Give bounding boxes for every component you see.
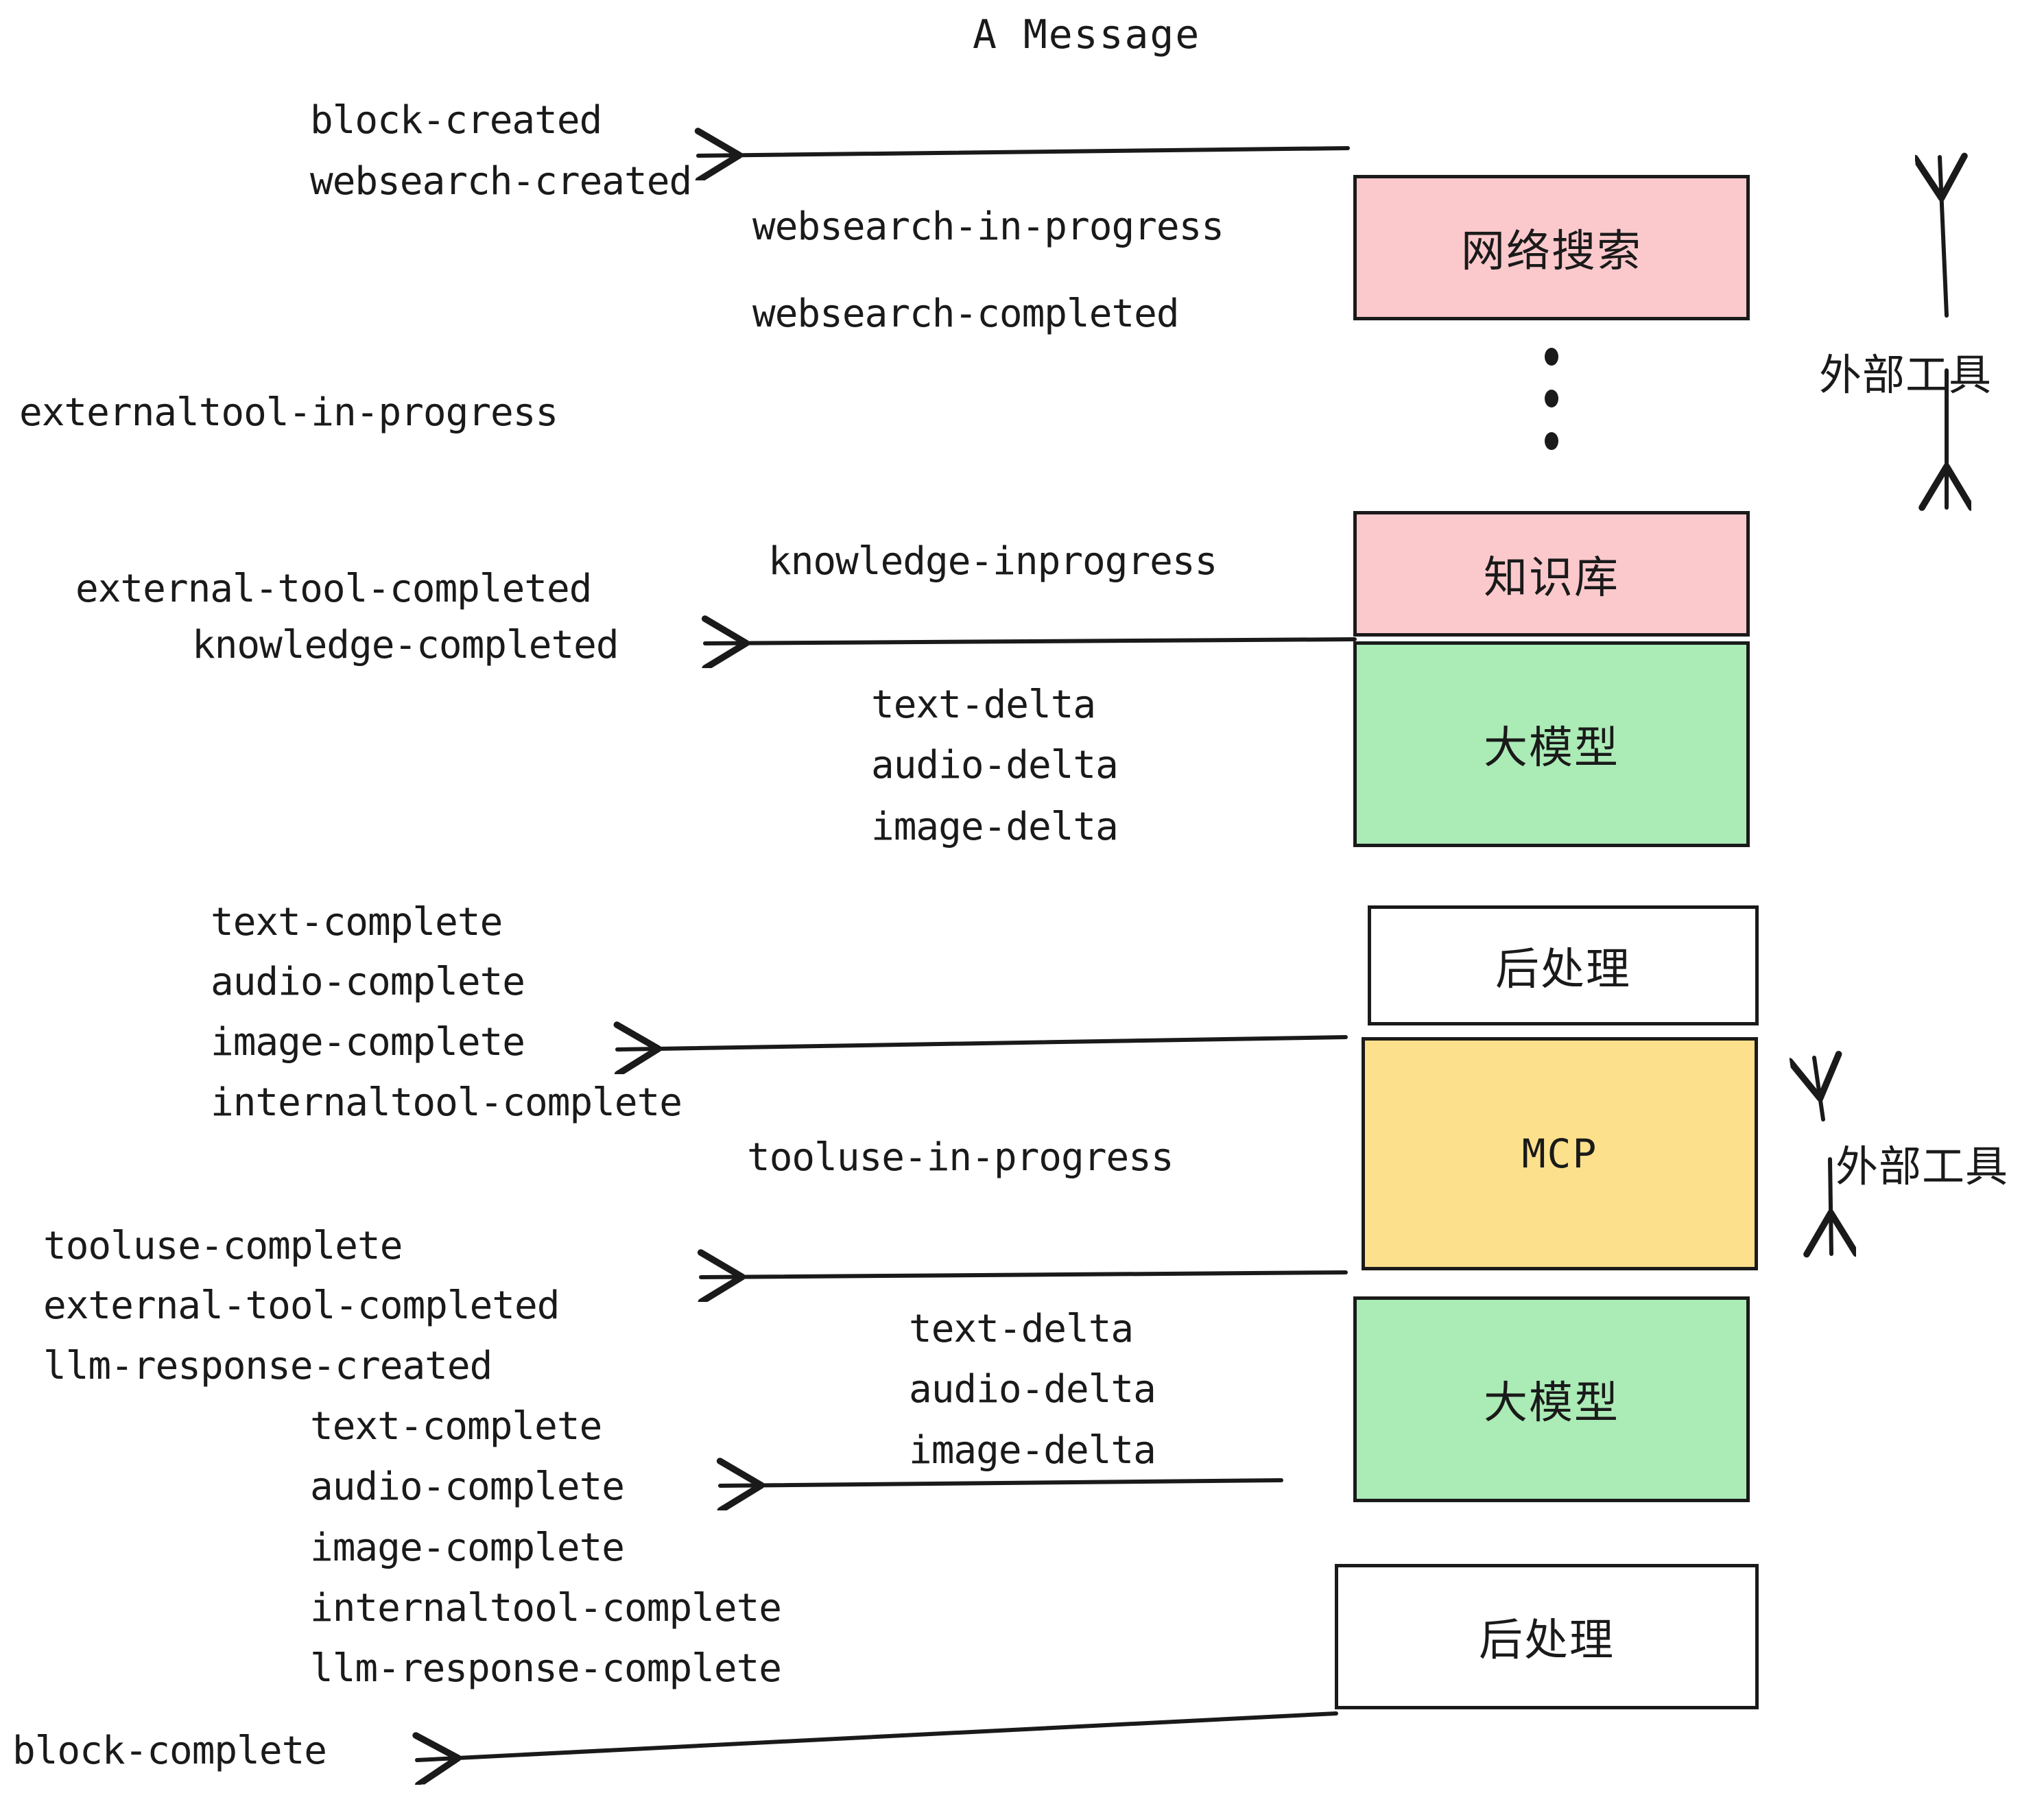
ellipsis-dot-icon — [1545, 348, 1558, 366]
event-label-audio-delta-2: audio-delta — [909, 1367, 1156, 1412]
node-box-llm-1[interactable]: 大模型 — [1353, 641, 1750, 847]
node-box-postprocess-2[interactable]: 后处理 — [1335, 1564, 1759, 1709]
event-label-image-delta-2: image-delta — [909, 1428, 1156, 1473]
node-label-llm-2: 大模型 — [1484, 1378, 1619, 1429]
ellipsis-dot-icon — [1545, 390, 1558, 407]
side-annotation-external-tool-lower: 外部工具 — [1835, 1141, 2009, 1191]
node-box-websearch[interactable]: 网络搜索 — [1353, 175, 1750, 320]
event-label-text-complete-1: text-complete — [211, 900, 503, 945]
knowledge-completed-arrow — [705, 639, 1357, 643]
event-label-audio-delta-1: audio-delta — [871, 743, 1119, 787]
event-label-llm-response-complete: llm-response-complete — [310, 1646, 782, 1691]
tooluse-complete-arrow — [701, 1272, 1348, 1277]
node-label-mcp: MCP — [1521, 1130, 1598, 1177]
image-complete-arrow — [617, 1037, 1348, 1049]
mcp-up-arrow — [1814, 1058, 1823, 1121]
event-label-text-complete-2: text-complete — [310, 1404, 602, 1449]
side-annotation-external-tool-upper: 外部工具 — [1819, 350, 1993, 400]
audio-complete-arrow — [720, 1480, 1283, 1486]
node-box-postprocess-1[interactable]: 后处理 — [1368, 905, 1759, 1025]
event-label-external-tool-completed-2: external-tool-completed — [43, 1283, 560, 1328]
mcp-down-arrow — [1830, 1157, 1831, 1254]
event-label-block-complete: block-complete — [12, 1729, 327, 1773]
event-label-websearch-created: websearch-created — [310, 159, 692, 204]
node-box-mcp[interactable]: MCP — [1362, 1037, 1758, 1270]
event-label-internaltool-complete-1: internaltool-complete — [211, 1080, 682, 1125]
node-label-websearch: 网络搜索 — [1461, 226, 1642, 277]
event-label-externaltool-in-progress: externaltool-in-progress — [19, 390, 558, 435]
event-label-audio-complete-2: audio-complete — [310, 1464, 625, 1509]
event-label-knowledge-completed: knowledge-completed — [192, 623, 619, 667]
external-tool-up-arrow — [1940, 157, 1947, 318]
node-box-knowledge[interactable]: 知识库 — [1353, 511, 1750, 637]
page-title: A Message — [973, 11, 1201, 58]
event-label-image-delta-1: image-delta — [871, 805, 1119, 849]
event-label-image-complete-2: image-complete — [310, 1526, 625, 1570]
node-label-llm-1: 大模型 — [1484, 723, 1619, 774]
node-label-knowledge: 知识库 — [1484, 552, 1619, 604]
event-label-tooluse-in-progress: tooluse-in-progress — [747, 1135, 1174, 1180]
block-created-arrow — [698, 148, 1350, 156]
event-label-text-delta-1: text-delta — [871, 683, 1096, 727]
arrows-group — [417, 148, 1947, 1760]
event-label-tooluse-complete: tooluse-complete — [43, 1224, 403, 1268]
node-label-postprocess-1: 后处理 — [1495, 944, 1631, 995]
event-label-text-delta-2: text-delta — [909, 1307, 1134, 1351]
node-box-llm-2[interactable]: 大模型 — [1353, 1296, 1750, 1502]
event-label-image-complete-1: image-complete — [211, 1020, 525, 1065]
event-label-llm-response-created: llm-response-created — [43, 1344, 492, 1388]
block-complete-arrow — [417, 1711, 1338, 1760]
node-label-postprocess-2: 后处理 — [1479, 1615, 1615, 1666]
ellipsis-dot-icon — [1545, 432, 1558, 450]
event-label-internaltool-complete-2: internaltool-complete — [310, 1586, 782, 1630]
event-label-external-tool-completed-1: external-tool-completed — [75, 567, 592, 611]
event-label-audio-complete-1: audio-complete — [211, 960, 525, 1004]
event-label-websearch-completed: websearch-completed — [752, 292, 1180, 336]
event-label-knowledge-inprogress: knowledge-inprogress — [768, 539, 1217, 584]
event-label-block-created: block-created — [310, 98, 602, 143]
event-label-websearch-in-progress: websearch-in-progress — [752, 204, 1224, 249]
